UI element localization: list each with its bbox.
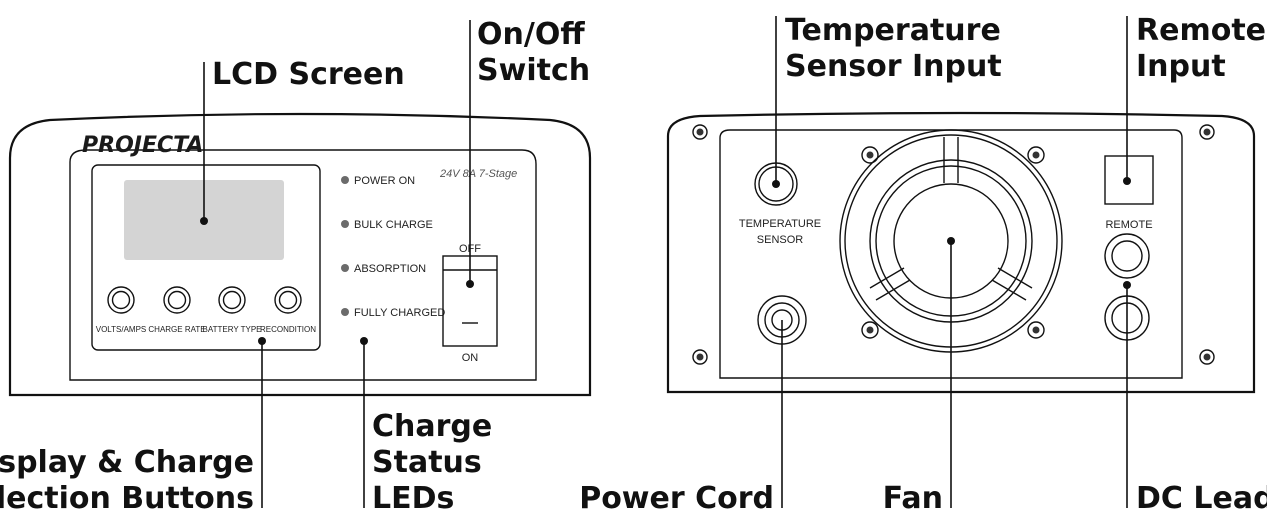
led-fully-charged: FULLY CHARGED: [341, 307, 445, 319]
status-leds: POWER ON BULK CHARGE ABSORPTION FULLY CH…: [341, 175, 445, 319]
temp-sensor-label-line2: SENSOR: [757, 234, 804, 246]
charge-rate-button[interactable]: CHARGE RATE: [148, 286, 206, 334]
led-indicator: [341, 308, 349, 316]
callout-leds-line1: Charge: [372, 409, 492, 444]
button-label: CHARGE RATE: [148, 325, 205, 334]
callout-temp-line2: Sensor Input: [785, 49, 1002, 84]
callout-dc-leads: DC Leads: [1136, 481, 1267, 516]
recondition-button[interactable]: RECONDITION: [260, 286, 316, 334]
callout-temp-line1: Temperature: [785, 13, 1001, 48]
brand-logo: PROJECTA: [82, 133, 203, 158]
led-bulk-charge: BULK CHARGE: [341, 219, 433, 231]
led-label: POWER ON: [354, 175, 415, 187]
selection-buttons: VOLTS/AMPS CHARGE RATE BATTERY TYPE RECO…: [96, 286, 316, 334]
display-bezel: [91, 164, 321, 351]
button-label: BATTERY TYPE: [203, 325, 262, 334]
remote-input[interactable]: REMOTE: [1104, 155, 1154, 231]
button-label: RECONDITION: [260, 325, 316, 334]
callout-on-off-line2: Switch: [477, 53, 590, 88]
callout-buttons-line2: Selection Buttons: [0, 481, 254, 516]
led-indicator: [341, 176, 349, 184]
rear-panel-inner-outline: [719, 129, 1183, 379]
callout-remote-line1: Remote: [1136, 13, 1266, 48]
led-label: FULLY CHARGED: [354, 307, 445, 319]
screw-bottom-right: [1199, 349, 1215, 365]
button-label: VOLTS/AMPS: [96, 325, 147, 334]
callout-on-off-line1: On/Off: [477, 17, 585, 52]
model-label: 24V 8A 7-Stage: [439, 168, 517, 180]
front-panel-inner-outline: [69, 149, 537, 381]
rear-panel-outline: [666, 111, 1256, 394]
volts-amps-button[interactable]: VOLTS/AMPS: [96, 286, 147, 334]
callout-remote-line2: Input: [1136, 49, 1226, 84]
fan-screws: [861, 146, 1045, 339]
callout-fan: Fan: [883, 481, 943, 516]
callout-lcd-screen: LCD Screen: [212, 57, 405, 92]
led-label: BULK CHARGE: [354, 219, 433, 231]
fan-spokes: [869, 137, 1033, 301]
callout-leds-line3: LEDs: [372, 481, 454, 516]
led-indicator: [341, 264, 349, 272]
switch-on-label: ON: [462, 352, 479, 364]
battery-type-button[interactable]: BATTERY TYPE: [203, 286, 262, 334]
callout-power-cord: Power Cord: [579, 481, 774, 516]
screw-top-left: [692, 124, 708, 140]
led-power-on: POWER ON: [341, 175, 415, 187]
callout-labels: LCD Screen On/Off Switch Display & Charg…: [0, 13, 1267, 516]
led-label: ABSORPTION: [354, 263, 426, 275]
led-indicator: [341, 220, 349, 228]
screw-top-right: [1199, 124, 1215, 140]
front-panel: PROJECTA 24V 8A 7-Stage VOLTS/AMPS CHARG…: [8, 20, 592, 508]
remote-label: REMOTE: [1105, 219, 1152, 231]
rear-panel: TEMPERATURE SENSOR: [666, 16, 1256, 508]
temp-sensor-label-line1: TEMPERATURE: [739, 218, 821, 230]
callout-buttons-line1: Display & Charge: [0, 445, 254, 480]
callout-leds-line2: Status: [372, 445, 482, 480]
mounting-screws: [692, 124, 1215, 365]
led-absorption: ABSORPTION: [341, 263, 426, 275]
screw-bottom-left: [692, 349, 708, 365]
